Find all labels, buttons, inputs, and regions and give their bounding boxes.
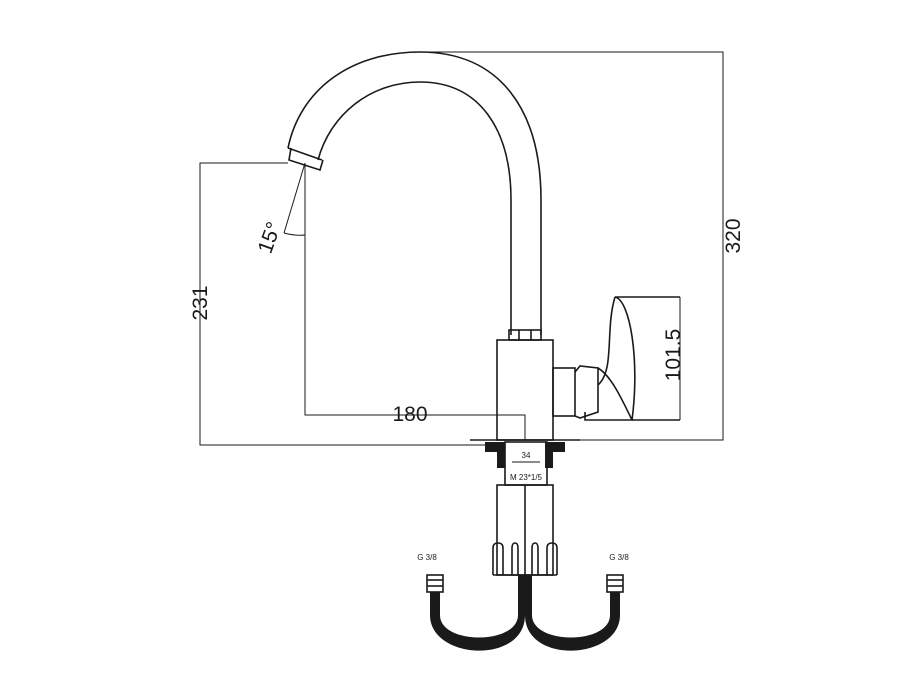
right-hose-fitting xyxy=(606,574,624,593)
dim-spout-angle: 15° xyxy=(254,219,286,257)
spout-nut xyxy=(508,329,542,341)
thread-label: M 23*1/5 xyxy=(510,473,543,482)
hoses xyxy=(426,574,624,651)
left-hose-label: G 3/8 xyxy=(417,553,437,562)
dim-base-width: 34 xyxy=(522,451,531,460)
dim-total-height: 320 xyxy=(722,218,745,253)
right-hose-label: G 3/8 xyxy=(609,553,629,562)
dim-spout-height: 231 xyxy=(189,285,212,320)
dim-handle-height: 101.5 xyxy=(662,329,685,382)
dimension-lines xyxy=(199,51,724,463)
handle-lever xyxy=(552,296,680,421)
lower-body xyxy=(492,484,558,576)
left-hose-fitting xyxy=(426,574,444,593)
dim-spout-reach: 180 xyxy=(392,403,427,426)
spout xyxy=(287,51,542,335)
